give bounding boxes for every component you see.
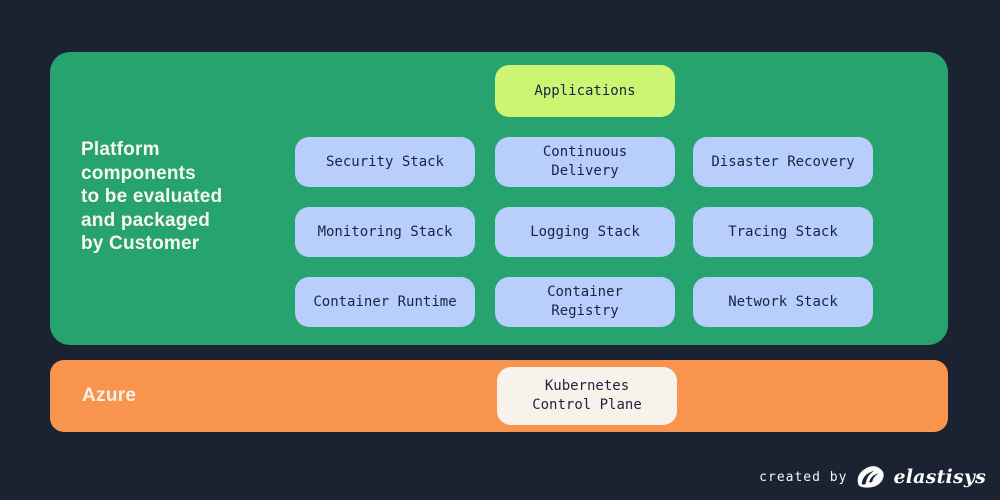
network-stack-box: Network Stack: [693, 277, 873, 327]
continuous-delivery-box: Continuous Delivery: [495, 137, 675, 187]
applications-box: Applications: [495, 65, 675, 117]
azure-panel-label: Azure: [82, 385, 137, 406]
azure-panel: Azure Kubernetes Control Plane: [50, 360, 948, 432]
platform-components-panel: Platform components to be evaluated and …: [50, 52, 948, 345]
logging-stack-box: Logging Stack: [495, 207, 675, 257]
kubernetes-control-plane-box: Kubernetes Control Plane: [497, 367, 677, 425]
monitoring-stack-box: Monitoring Stack: [295, 207, 475, 257]
credit-footer: created by elastisys: [759, 460, 986, 494]
tracing-stack-box: Tracing Stack: [693, 207, 873, 257]
container-registry-box: Container Registry: [495, 277, 675, 327]
security-stack-box: Security Stack: [295, 137, 475, 187]
platform-panel-label: Platform components to be evaluated and …: [81, 139, 223, 254]
container-runtime-box: Container Runtime: [295, 277, 475, 327]
disaster-recovery-box: Disaster Recovery: [693, 137, 873, 187]
elastisys-logo-icon: [856, 465, 885, 489]
brand-name-text: elastisys: [893, 466, 986, 488]
created-by-text: created by: [759, 469, 848, 485]
